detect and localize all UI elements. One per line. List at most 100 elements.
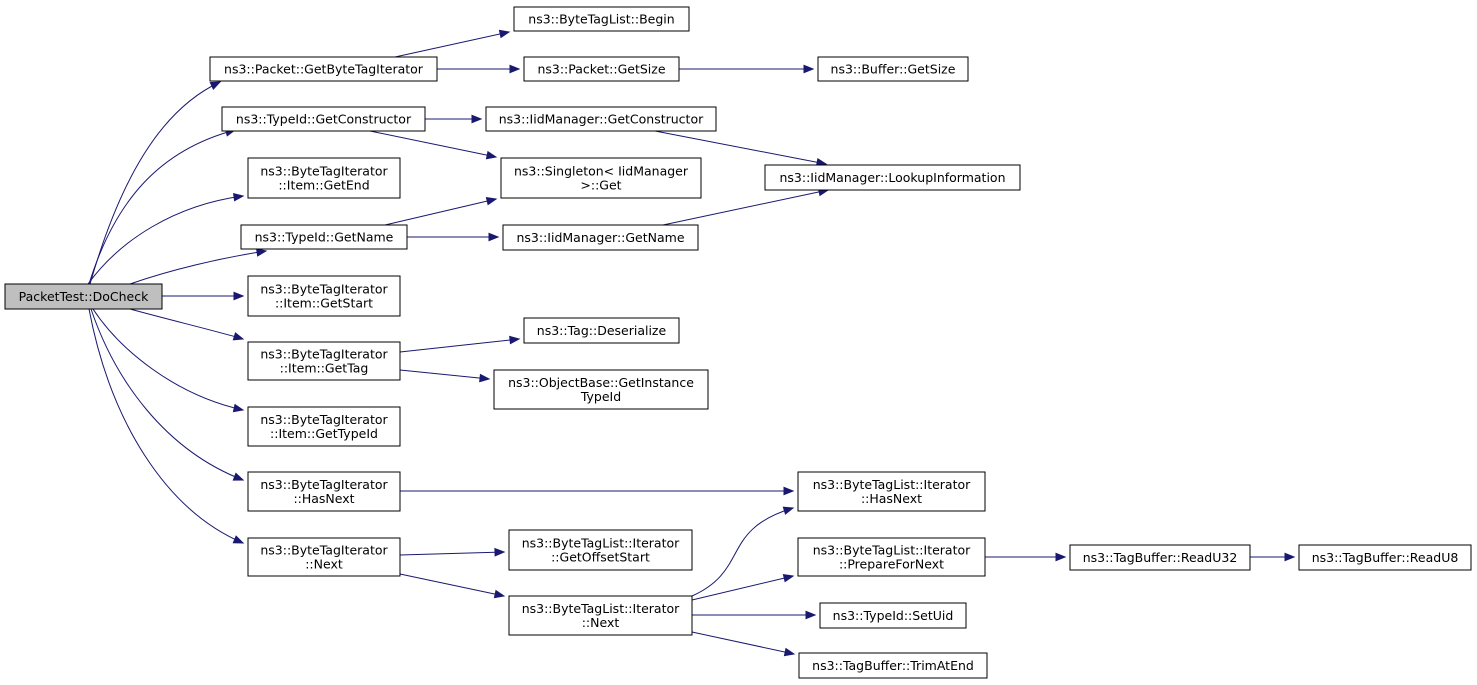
node-label: ns3::ByteTagList::Iterator	[522, 536, 680, 551]
node-label: ns3::ByteTagList::Iterator	[522, 601, 680, 616]
node-label: ::Item::GetEnd	[278, 178, 369, 193]
edge-line	[691, 507, 794, 597]
arrowhead	[493, 589, 506, 599]
node-bti-item-getstart[interactable]: ns3::ByteTagIterator::Item::GetStart	[247, 275, 401, 317]
node-label: ::HasNext	[293, 491, 354, 506]
node-label: ns3::ByteTagIterator	[260, 347, 388, 362]
node-box	[4, 283, 163, 310]
arrowhead	[1284, 552, 1296, 562]
node-btli-prepare[interactable]: ns3::ByteTagList::Iterator::PrepareForNe…	[797, 537, 986, 577]
node-label: ns3::ByteTagIterator	[260, 282, 388, 297]
node-label: ns3::ByteTagIterator	[260, 164, 388, 179]
edge-line	[369, 130, 497, 158]
node-label: ns3::Packet::GetSize	[537, 62, 665, 77]
edge-root-to-bti_next	[88, 308, 245, 544]
edge-root-to-bti_item_getstart	[162, 291, 245, 301]
node-iid-getconstructor[interactable]: ns3::IidManager::GetConstructor	[485, 106, 717, 132]
node-bti-hasnext[interactable]: ns3::ByteTagIterator::HasNext	[247, 471, 401, 512]
node-iid-lookup[interactable]: ns3::IidManager::LookupInformation	[764, 164, 1021, 191]
node-tag-deserialize[interactable]: ns3::Tag::Deserialize	[523, 317, 680, 344]
edge-bti_item_gettag-to-tag_deserialize	[399, 335, 521, 353]
node-label: ::Next	[305, 557, 343, 572]
nodes-layer: PacketTest::DoCheck ns3::Packet::GetByteT…	[4, 6, 1472, 679]
node-btli-hasnext[interactable]: ns3::ByteTagList::Iterator::HasNext	[797, 471, 986, 512]
node-tb-trimatend[interactable]: ns3::TagBuffer::TrimAtEnd	[798, 652, 988, 679]
edge-root-to-bti_item_gettypeid	[92, 308, 245, 413]
edge-line	[90, 308, 244, 481]
arrowhead	[488, 232, 500, 242]
edge-line	[399, 369, 490, 380]
node-label: ns3::ByteTagList::Begin	[528, 12, 674, 27]
arrowhead	[485, 196, 498, 206]
edge-line	[87, 195, 244, 285]
node-tid-getname[interactable]: ns3::TypeId::GetName	[240, 224, 408, 250]
node-box	[247, 471, 401, 512]
edge-line	[129, 250, 267, 285]
node-box	[247, 406, 401, 447]
edge-tb_readu32-to-tb_readu8	[1250, 552, 1296, 562]
node-label: ns3::Packet::GetByteTagIterator	[224, 62, 424, 77]
node-iid-getname[interactable]: ns3::IidManager::GetName	[502, 224, 699, 251]
node-label: TypeId	[580, 389, 621, 404]
node-bti-item-gettypeid[interactable]: ns3::ByteTagIterator::Item::GetTypeId	[247, 406, 401, 447]
edges-layer	[87, 29, 1296, 657]
node-label: ::Item::GetTypeId	[270, 426, 378, 441]
node-label: ns3::Tag::Deserialize	[537, 323, 667, 338]
node-box	[1069, 544, 1251, 571]
node-label: ::Next	[582, 615, 620, 630]
edge-bti_item_gettag-to-objbase_getinstance	[399, 369, 491, 383]
node-box	[819, 602, 967, 629]
node-pkt-getsize[interactable]: ns3::Packet::GetSize	[523, 56, 680, 82]
edge-root-to-bti_item_gettag	[129, 308, 245, 341]
node-btli-next[interactable]: ns3::ByteTagList::Iterator::Next	[508, 595, 693, 636]
edge-pkt_getsize-to-buf_getsize	[679, 64, 815, 74]
edge-pkt_getbytetagiter-to-pkt_getsize	[437, 64, 521, 74]
edge-btli_next-to-tb_trimatend	[691, 631, 796, 657]
node-label: ::Item::GetTag	[280, 361, 369, 376]
node-label: ns3::TagBuffer::ReadU32	[1083, 550, 1238, 565]
edge-line	[88, 308, 244, 544]
node-box	[1298, 544, 1472, 571]
node-label: ns3::ByteTagList::Iterator	[813, 477, 971, 492]
node-singleton-get[interactable]: ns3::Singleton< IidManager>::Get	[500, 157, 702, 199]
node-label: ns3::IidManager::LookupInformation	[779, 170, 1005, 185]
edge-line	[394, 31, 510, 58]
edge-tid_getconstructor-to-singleton_get	[369, 130, 498, 160]
node-pkt-getbytetagiter[interactable]: ns3::Packet::GetByteTagIterator	[209, 56, 438, 82]
arrowhead	[803, 64, 815, 74]
node-tb-readu32[interactable]: ns3::TagBuffer::ReadU32	[1069, 544, 1251, 571]
arrowhead	[782, 573, 795, 583]
node-box	[247, 157, 401, 199]
arrowhead	[233, 291, 245, 301]
node-root[interactable]: PacketTest::DoCheck	[4, 283, 163, 310]
node-btli-getoffsetstart[interactable]: ns3::ByteTagList::Iterator::GetOffsetSta…	[508, 529, 693, 571]
node-label: ::PrepareForNext	[839, 557, 944, 572]
node-label: ::HasNext	[861, 491, 922, 506]
node-box	[508, 529, 693, 571]
node-tid-setuid[interactable]: ns3::TypeId::SetUid	[819, 602, 967, 629]
node-box	[797, 471, 986, 512]
edge-line	[92, 308, 244, 411]
node-box	[221, 106, 426, 132]
node-label: ::GetOffsetStart	[551, 550, 650, 565]
arrowhead	[232, 332, 245, 341]
node-box	[764, 164, 1021, 191]
node-bti-item-getend[interactable]: ns3::ByteTagIterator::Item::GetEnd	[247, 157, 401, 199]
node-box	[817, 56, 969, 82]
node-buf-getsize[interactable]: ns3::Buffer::GetSize	[817, 56, 969, 82]
edge-tid_getname-to-singleton_get	[384, 196, 498, 226]
arrowhead	[471, 114, 483, 124]
edge-line	[129, 308, 244, 340]
node-bti-item-gettag[interactable]: ns3::ByteTagIterator::Item::GetTag	[247, 341, 401, 381]
node-box	[485, 106, 717, 132]
node-box	[493, 369, 709, 410]
node-box	[209, 56, 438, 82]
node-tb-readu8[interactable]: ns3::TagBuffer::ReadU8	[1298, 544, 1472, 571]
node-bti-next[interactable]: ns3::ByteTagIterator::Next	[247, 537, 401, 577]
edge-bti_next-to-btli_next	[399, 573, 506, 599]
node-tid-getconstructor[interactable]: ns3::TypeId::GetConstructor	[221, 106, 426, 132]
node-btl-begin[interactable]: ns3::ByteTagList::Begin	[513, 6, 690, 32]
edge-line	[691, 631, 795, 655]
